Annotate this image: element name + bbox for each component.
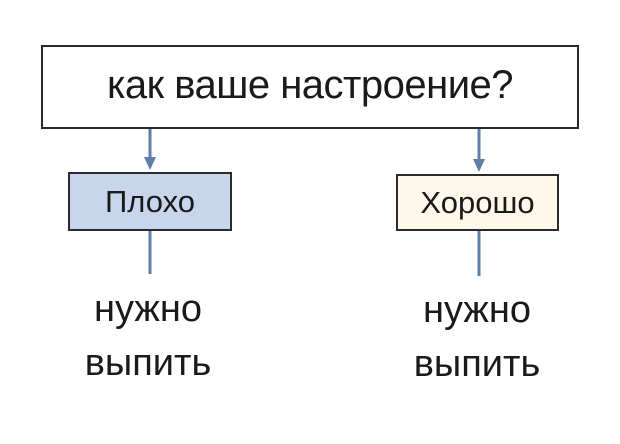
branch-label-bad: Плохо	[104, 183, 195, 219]
result-bad-line1: нужно	[94, 288, 202, 330]
arrowhead-good	[473, 159, 485, 172]
branch-box-bad: Плохо	[68, 172, 232, 231]
question-box: как ваше настроение?	[41, 45, 579, 129]
branch-label-good: Хорошо	[420, 184, 535, 220]
result-good: нужно выпить	[377, 283, 577, 391]
question-text: как ваше настроение?	[106, 62, 514, 107]
arrowhead-bad	[144, 157, 156, 170]
result-bad-line2: выпить	[84, 342, 212, 384]
result-bad: нужно выпить	[48, 282, 248, 390]
branch-box-good: Хорошо	[396, 174, 559, 231]
result-good-line2: выпить	[413, 343, 541, 385]
result-good-line1: нужно	[423, 289, 531, 331]
